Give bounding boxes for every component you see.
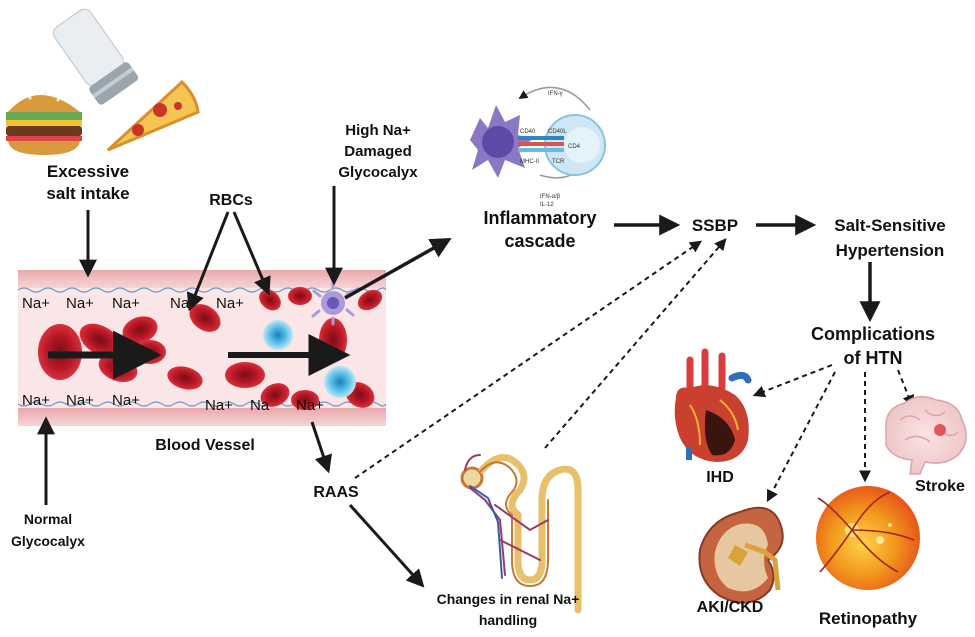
dendritic-cell-icon [470, 105, 532, 178]
inflammatory-line2: cascade [504, 231, 575, 251]
sodium-ion-label: Na+ [112, 392, 140, 409]
mhc-label: MHC-II [520, 159, 539, 165]
t-cell-icon [544, 114, 606, 176]
blue-immune-cell [324, 366, 356, 398]
heart-icon [674, 348, 752, 462]
il12-label: IL-12 [540, 202, 554, 208]
normal-glycocalyx-line2: Glycocalyx [11, 533, 85, 549]
stroke-label: Stroke [915, 478, 965, 495]
renal-line2: handling [479, 612, 537, 628]
cd40-label: CD40 [520, 129, 536, 135]
ifn-gamma-label: IFN-γ [548, 91, 563, 97]
ifn-ab-label: IFN-α/β [540, 194, 561, 200]
renal-line1: Changes in renal Na+ [437, 591, 580, 607]
salt-sensitive-line2: Hypertension [836, 241, 945, 260]
excessive-salt-line1: Excessive [47, 162, 129, 181]
rbc [288, 287, 312, 305]
ssbp-label: SSBP [692, 216, 738, 235]
cd4-label: CD4 [568, 144, 581, 150]
vessel-to-inflammation-arrow [344, 237, 452, 300]
complications-line1: Complications [811, 324, 935, 344]
tcr-label: TCR [552, 159, 565, 165]
normal-glycocalyx-line1: Normal [24, 511, 72, 527]
high-na-line3: Glycocalyx [338, 164, 418, 181]
sodium-ion-label: Na+ [66, 392, 94, 409]
retinopathy-label: Retinopathy [819, 609, 918, 628]
glycocalyx-bottom [17, 401, 387, 407]
sodium-ion-label: Na+ [66, 295, 94, 312]
vessel-to-raas-arrow [310, 421, 332, 474]
rbc [357, 289, 383, 311]
pizza-slice-icon [106, 79, 200, 152]
inflammatory-line1: Inflammatory [483, 208, 596, 228]
kidney-icon [698, 506, 784, 604]
glycocalyx-top [17, 287, 387, 293]
raas-label: RAAS [313, 484, 359, 501]
blood-vessel-label: Blood Vessel [155, 437, 255, 454]
akickd-label: AKI/CKD [697, 599, 764, 616]
vessel-wall-bottom [18, 408, 386, 426]
sodium-ion-label: Na+ [22, 295, 50, 312]
immune-synapse-inset: IFN-γ CD40 CD40L CD4 MHC-II TCR IFN-α/β … [470, 86, 606, 208]
salt-shaker-icon [52, 8, 139, 105]
raas-to-renal-arrow [348, 503, 425, 588]
rbcs-arrow [232, 211, 271, 296]
cd40l-label: CD40L [548, 129, 567, 135]
rbc [291, 390, 319, 410]
brain-icon [885, 395, 967, 475]
sodium-ion-label: Na+ [296, 397, 324, 414]
rbc [79, 323, 121, 357]
retina-icon [816, 486, 920, 590]
blue-immune-cell [263, 320, 293, 350]
rbcs-arrow [186, 211, 230, 312]
salt-food-illustration [6, 8, 200, 155]
sodium-ion-label: Na+ [216, 295, 244, 312]
rbc [167, 366, 203, 390]
complications-line2: of HTN [844, 348, 903, 368]
nephron-icon [460, 454, 582, 614]
rbc [260, 383, 290, 407]
sodium-bottom-row: Na+ Na+ Na+ Na+ Na Na+ [22, 392, 324, 414]
high-na-line1: High Na+ [345, 122, 411, 139]
sodium-ion-label: Na+ [205, 397, 233, 414]
excessive-salt-line2: salt intake [46, 184, 129, 203]
sodium-top-row: Na+ Na+ Na+ Na+ Na+ [22, 295, 244, 312]
sodium-ion-label: Na+ [22, 392, 50, 409]
raas-to-ssbp-arrow [354, 240, 702, 479]
sodium-ion-label: Na [250, 397, 270, 414]
renal-to-ssbp-arrow [544, 238, 727, 449]
high-na-line2: Damaged [344, 143, 412, 160]
sodium-ion-label: Na+ [112, 295, 140, 312]
ihd-label: IHD [706, 469, 734, 486]
rbcs-label: RBCs [209, 192, 253, 209]
burger-icon [6, 92, 82, 155]
rbc [225, 362, 265, 388]
salt-sensitive-line1: Salt-Sensitive [834, 216, 946, 235]
